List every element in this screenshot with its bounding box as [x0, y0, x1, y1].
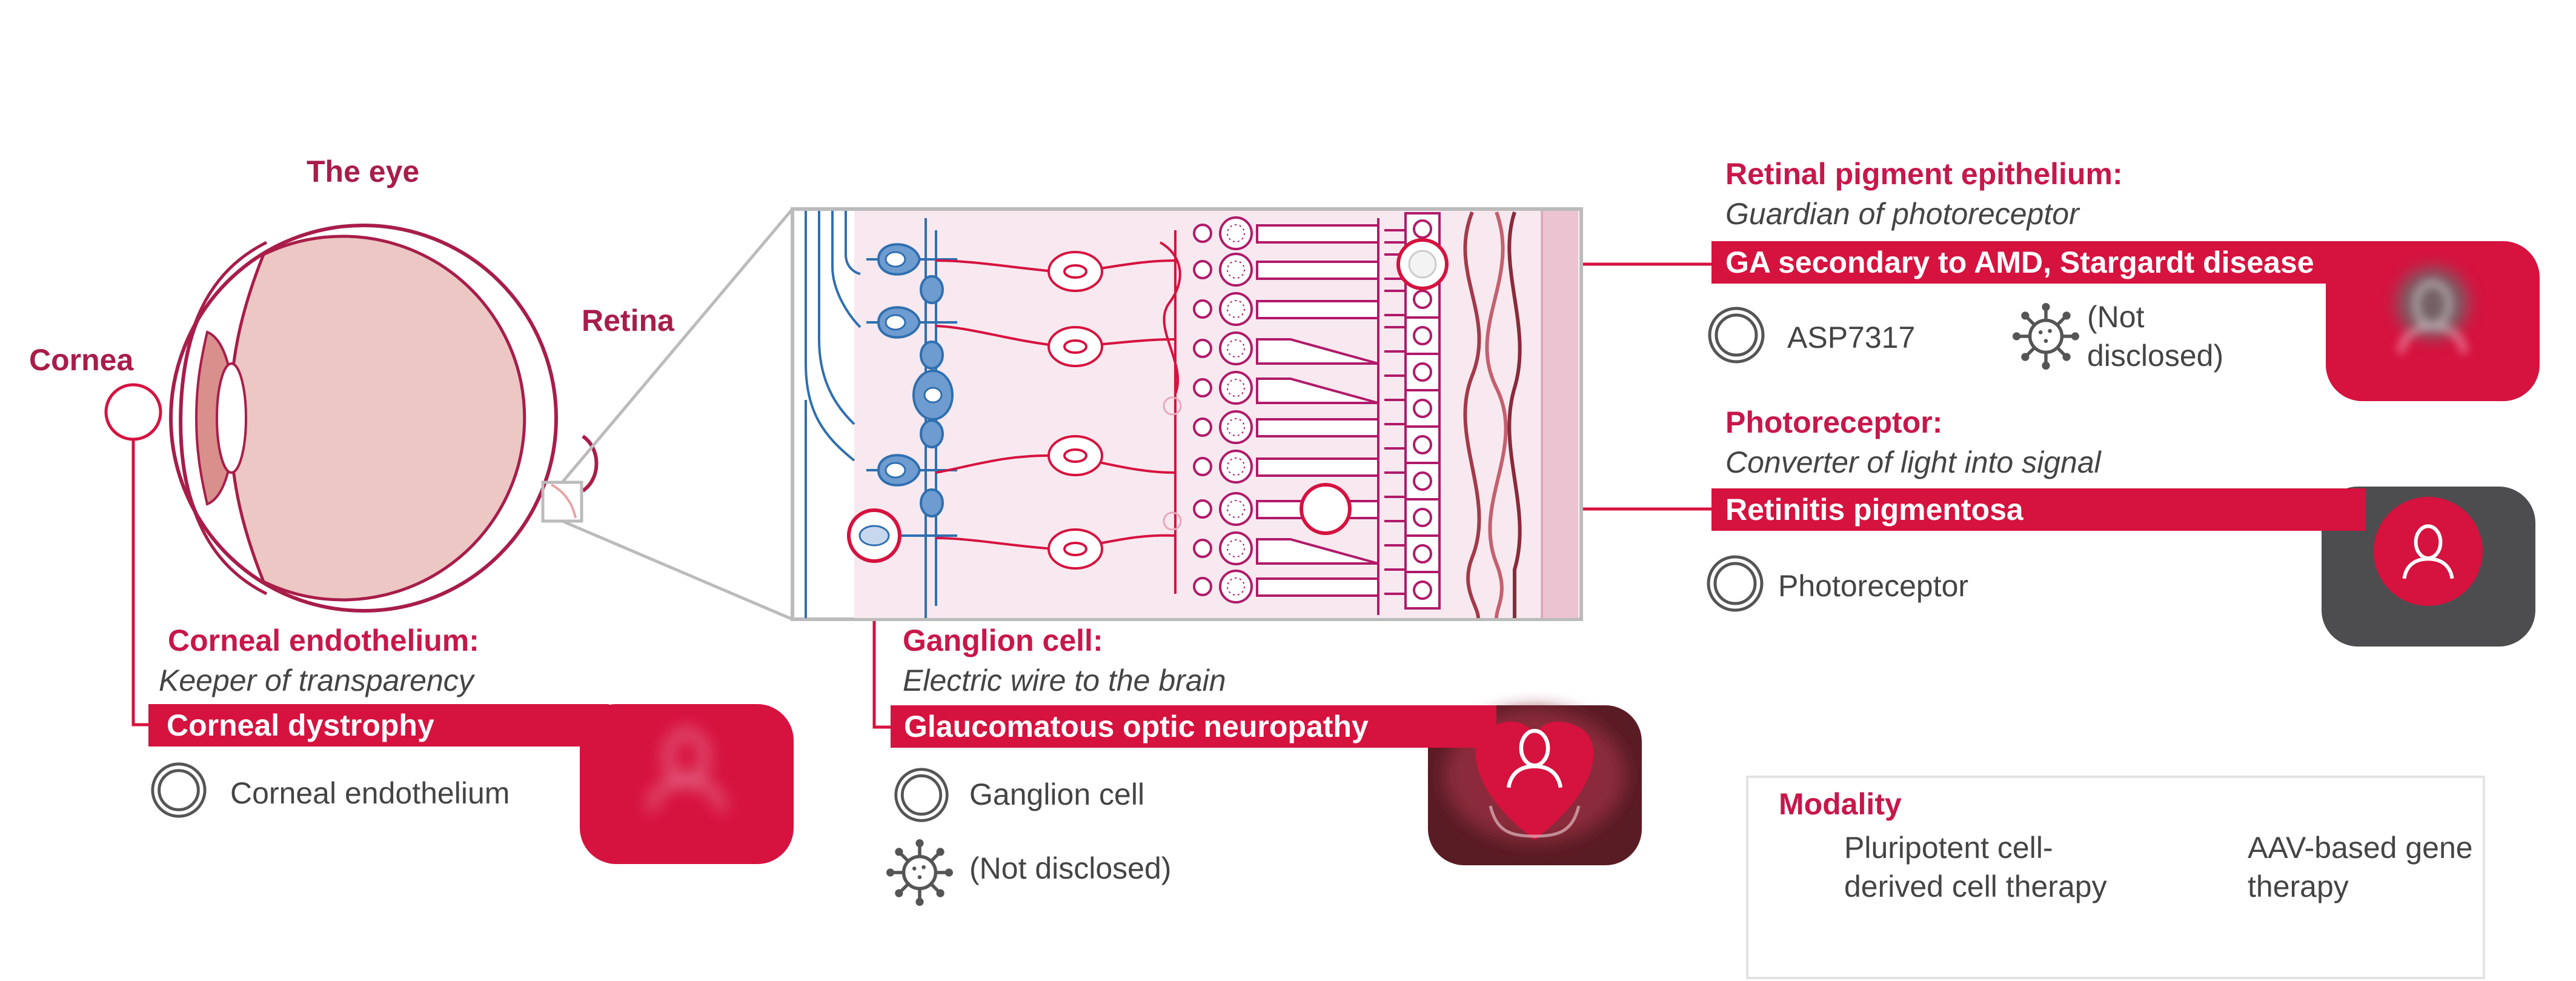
photoreceptor-disease-bar: Retinitis pigmentosa	[1711, 488, 2366, 531]
rpe-program-gene-line1: (Not	[2087, 300, 2145, 334]
modality-legend	[1746, 776, 2485, 979]
retina-panel	[791, 207, 1583, 621]
corneal-dystrophy-person-icon	[580, 704, 794, 864]
rpe-gene-therapy-icon	[2013, 303, 2079, 370]
photoreceptor-cell-therapy-icon	[1708, 557, 1762, 610]
photoreceptor-heading: Photoreceptor:	[1725, 405, 1943, 439]
modality-gene-line1: AAV-based gene	[2248, 831, 2473, 865]
rpe-heading: Retinal pigment epithelium:	[1725, 157, 2123, 191]
corneal-subtitle: Keeper of transparency	[159, 663, 474, 697]
ganglion-cell-therapy-icon	[896, 770, 947, 820]
eye-lens	[194, 330, 247, 506]
corneal-heading: Corneal endothelium:	[168, 624, 479, 657]
rpe-program-gene-line2: disclosed)	[2087, 339, 2224, 373]
corneal-disease-bar: Corneal dystrophy	[148, 704, 609, 747]
ganglion-subtitle: Electric wire to the brain	[903, 663, 1226, 697]
optic-nerve	[582, 434, 599, 493]
photoreceptor-program-label: Photoreceptor	[1778, 569, 1969, 603]
rpe-subtitle: Guardian of photoreceptor	[1725, 197, 2079, 231]
rpe-disease-label: GA secondary to AMD, Stargardt disease	[1725, 245, 2314, 279]
ganglion-disease-bar: Glaucomatous optic neuropathy	[891, 705, 1496, 748]
rpe-disease-bar: GA secondary to AMD, Stargardt disease	[1711, 241, 2384, 284]
modality-cell-line1: Pluripotent cell-	[1844, 831, 2053, 865]
eyeball	[169, 224, 558, 613]
retina-label: Retina	[582, 304, 674, 338]
corneal-cell-therapy-icon	[153, 764, 205, 816]
ganglion-gene-therapy-icon	[886, 839, 953, 906]
eye-title: The eye	[307, 155, 420, 188]
modality-cell-line2: derived cell therapy	[1844, 870, 2107, 903]
rpe-cell-therapy-icon	[1710, 308, 1763, 362]
modality-title: Modality	[1779, 787, 1902, 821]
ganglion-program-cell: Ganglion cell	[969, 777, 1145, 811]
photoreceptor-subtitle: Converter of light into signal	[1725, 445, 2101, 479]
ganglion-disease-label: Glaucomatous optic neuropathy	[904, 710, 1369, 743]
ganglion-heading: Ganglion cell:	[903, 624, 1103, 657]
corneal-program-label: Corneal endothelium	[230, 776, 510, 810]
photoreceptor-highlight	[1300, 483, 1352, 535]
cornea-marker	[104, 383, 162, 441]
corneal-disease-label: Corneal dystrophy	[167, 708, 434, 742]
ganglion-program-gene: (Not disclosed)	[969, 851, 1172, 885]
rpe-program-cell: ASP7317	[1787, 321, 1916, 354]
photoreceptor-disease-label: Retinitis pigmentosa	[1725, 493, 2023, 527]
modality-gene-line2: therapy	[2248, 870, 2349, 903]
cornea-label: Cornea	[29, 343, 134, 377]
retinitis-person-icon	[2322, 487, 2535, 647]
